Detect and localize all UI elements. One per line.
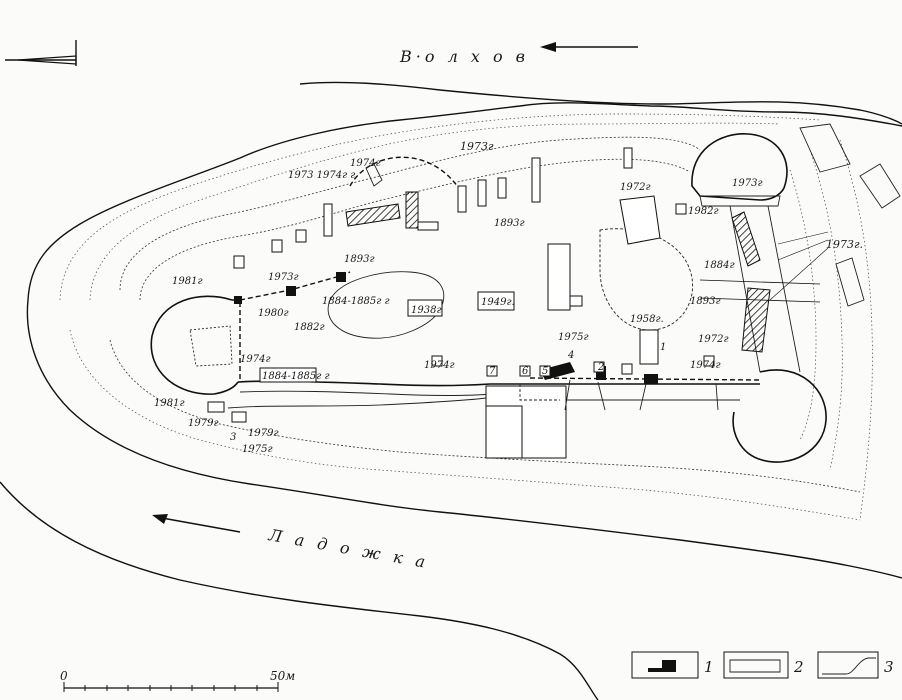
excavation-label: 1979г	[248, 428, 279, 439]
trench-number: 3	[230, 432, 236, 443]
ladozhka-shoreline	[0, 481, 599, 700]
contour-line	[789, 169, 817, 441]
excavation-label: 1972г	[620, 182, 651, 193]
legend-number-1: 1	[704, 658, 714, 676]
east-wall-trench	[699, 205, 829, 373]
volkhov-shoreline	[299, 81, 902, 125]
central-buildings	[259, 195, 661, 383]
south-gate-block	[485, 384, 740, 459]
north-trenches	[233, 147, 633, 269]
cape-outline	[26, 102, 902, 579]
trench-number: 1	[660, 342, 666, 353]
legend-item-1: 1	[631, 651, 714, 679]
excavation-label: 1980г	[258, 308, 289, 319]
excavation-label: 1972г	[698, 334, 729, 345]
southeast-round-tower	[732, 369, 827, 463]
legend-item-3: 3	[817, 651, 894, 679]
trench-number: 6	[522, 366, 529, 377]
southwest-trenches	[207, 272, 346, 423]
excavation-label: 1893г	[494, 218, 525, 229]
excavation-label: 1979г	[188, 418, 219, 429]
contour-line	[89, 122, 781, 301]
excavation-label: 1974г	[240, 354, 271, 365]
excavation-label: 1975г	[242, 444, 273, 455]
contour-line	[839, 139, 873, 521]
river-volkhov-label: В·о л х о в	[399, 47, 529, 66]
excavation-label: 1975г	[558, 332, 589, 343]
excavation-label: 1938г	[411, 305, 442, 316]
trench-number: 2	[597, 362, 604, 373]
excavation-label: 1973г	[268, 272, 299, 283]
excavation-label: 1973г	[460, 140, 494, 153]
contour-line	[109, 339, 861, 493]
outer-buildings	[799, 123, 901, 307]
ladozhka-flow-arrow-icon	[152, 514, 241, 533]
excavation-label: 1973 1974г г	[288, 170, 355, 181]
excavation-label: 1981г	[172, 276, 203, 287]
excavation-label: 1981г	[154, 398, 185, 409]
south-wall-embankment	[227, 397, 487, 409]
legend-item-2: 2	[723, 651, 804, 679]
contour-line	[69, 329, 861, 521]
scale-bar: 0 50м	[60, 669, 295, 692]
legend-number-3: 3	[884, 658, 894, 676]
trench-number: 4	[567, 350, 574, 361]
excavation-label: 1884-1885г г	[322, 296, 390, 307]
contour-line	[809, 149, 843, 471]
excavation-label: 1893г	[344, 254, 375, 265]
south-wall-inner	[239, 390, 493, 396]
scale-start-label: 0	[60, 669, 68, 683]
excavation-label: 1884г	[704, 260, 735, 271]
excavation-label: 1974г	[690, 360, 721, 371]
contour-line	[59, 113, 821, 301]
trench-number: 7	[489, 366, 496, 377]
contour-line	[119, 136, 701, 291]
legend: 1 2 3	[631, 651, 894, 679]
west-round-tower	[150, 295, 239, 395]
excavation-label: 1974г	[350, 158, 381, 169]
excavation-label: 1974г	[424, 360, 455, 371]
excavation-label: 1882г	[294, 322, 325, 333]
trench-number: 5	[542, 366, 548, 377]
excavation-label: 1949г.	[481, 297, 515, 308]
excavation-label: 1973г.	[826, 238, 863, 251]
excavation-label: 1884-1885г г	[262, 371, 330, 382]
volkhov-flow-arrow-icon	[540, 42, 638, 52]
numbered-trench-boxes	[431, 203, 715, 377]
contour-line	[139, 158, 691, 301]
excavation-label: 1958г.	[630, 314, 664, 325]
north-arrow-icon	[5, 40, 77, 66]
northeast-round-tower	[691, 133, 788, 201]
northeast-tower-base	[699, 195, 781, 207]
legend-number-2: 2	[793, 658, 804, 676]
river-ladozhka-label: Л а д о ж к а	[266, 525, 430, 572]
scale-end-label: 50м	[270, 669, 295, 683]
excavation-label: 1973г	[732, 178, 763, 189]
excavation-label: 1893г	[690, 296, 721, 307]
excavation-label: 1982г	[688, 206, 719, 217]
